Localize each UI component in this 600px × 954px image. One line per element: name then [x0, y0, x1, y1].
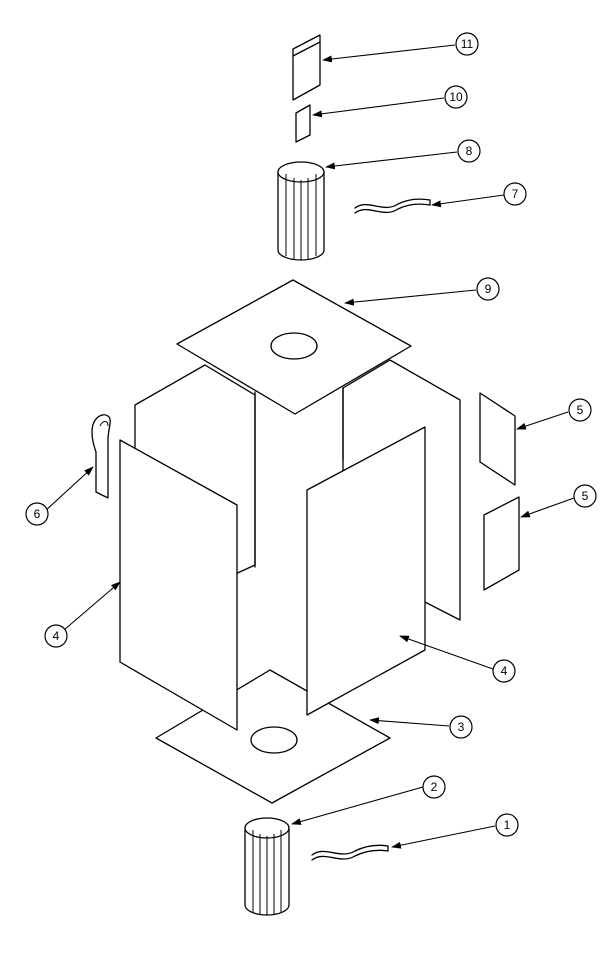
- right-panel-part-4: [306, 426, 426, 716]
- callout-1: 1: [495, 813, 519, 837]
- callout-11-label: 11: [461, 37, 474, 51]
- callout-1-label: 1: [504, 818, 511, 832]
- callout-2: 2: [422, 775, 446, 799]
- leader-lines: [43, 44, 575, 849]
- callout-9: 9: [476, 277, 500, 301]
- callout-6: 6: [25, 502, 49, 526]
- small-plate-part-10: [295, 104, 311, 143]
- side-plate-part-5-upper: [479, 392, 516, 486]
- top-plate-part-9: [176, 279, 412, 415]
- callout-3: 3: [449, 715, 473, 739]
- side-plate-part-5-lower: [483, 496, 520, 591]
- callout-11: 11: [455, 32, 479, 56]
- callout-8: 8: [457, 139, 481, 163]
- callout-4-right: 4: [492, 659, 516, 683]
- callout-4-left-label: 4: [53, 629, 60, 643]
- callout-5-lower: 5: [573, 484, 597, 508]
- callout-3-label: 3: [458, 720, 465, 734]
- callout-4-right-label: 4: [501, 664, 508, 678]
- callout-5-upper-label: 5: [577, 403, 584, 417]
- label-plate-part-11: [292, 34, 321, 101]
- callout-8-label: 8: [466, 144, 473, 158]
- callout-5-lower-label: 5: [582, 489, 589, 503]
- callout-9-label: 9: [485, 282, 492, 296]
- bottom-tube-part-2: [244, 817, 290, 916]
- callout-7-label: 7: [512, 187, 519, 201]
- clip-part-6: [91, 414, 111, 499]
- callout-10-label: 10: [449, 90, 463, 104]
- wire-part-7: [354, 198, 431, 214]
- callout-2-label: 2: [431, 780, 438, 794]
- callout-5-upper: 5: [568, 398, 592, 422]
- callout-7: 7: [503, 182, 527, 206]
- wire-part-1: [311, 844, 389, 861]
- top-tube-part-8: [277, 161, 325, 261]
- callout-6-label: 6: [34, 507, 41, 521]
- callout-4-left: 4: [44, 624, 68, 648]
- callout-10: 10: [444, 85, 468, 109]
